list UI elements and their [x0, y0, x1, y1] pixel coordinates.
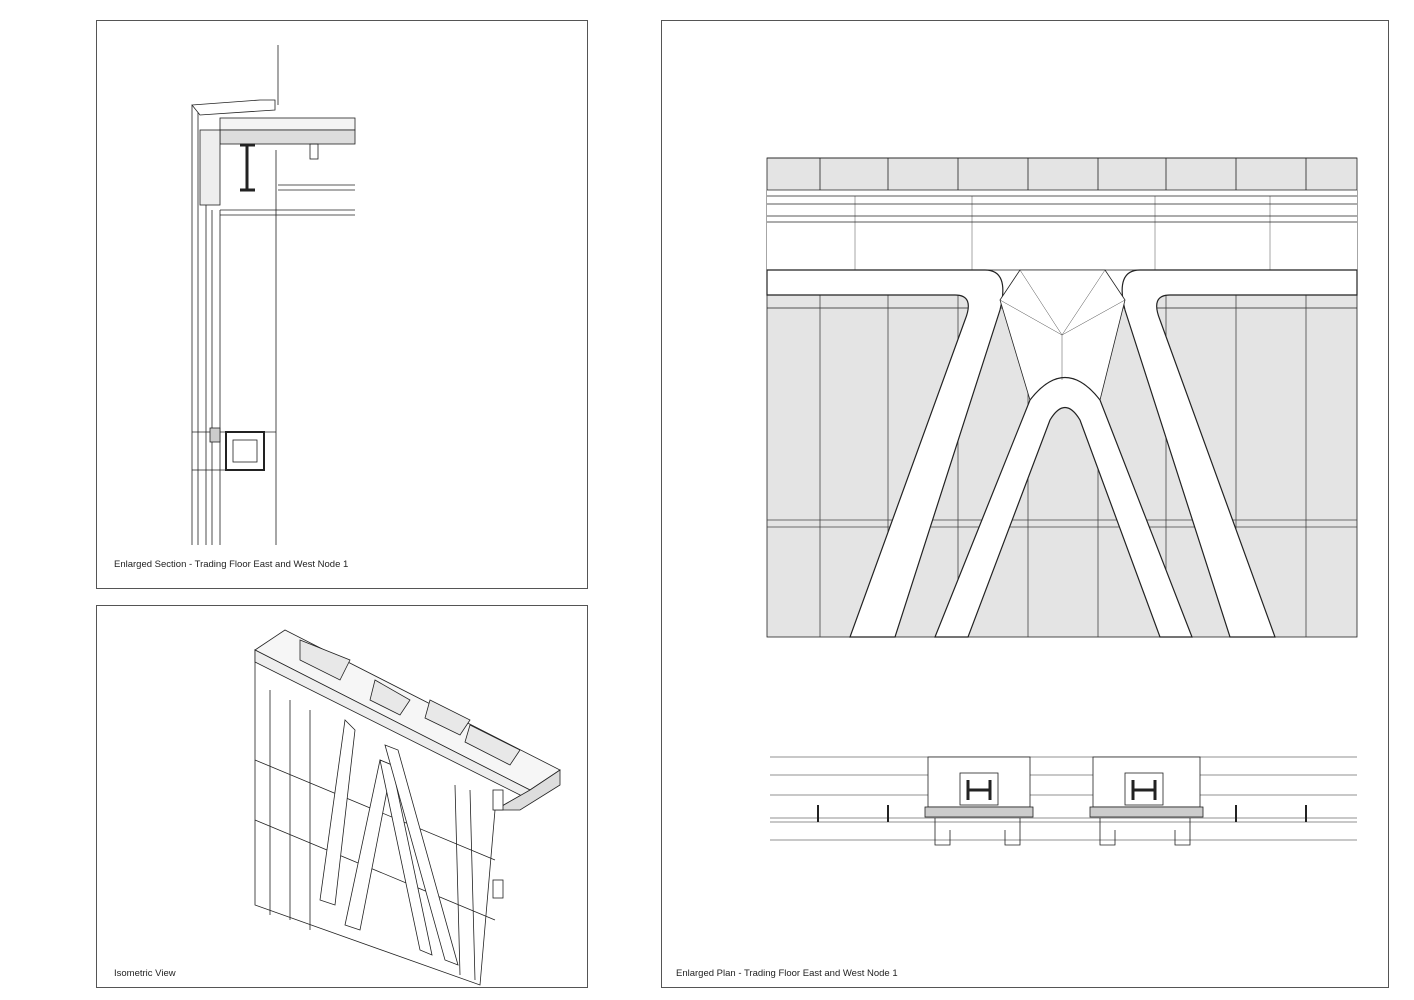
section-caption: Enlarged Section - Trading Floor East an… — [114, 559, 349, 570]
section-panel — [96, 20, 588, 589]
plan-drawing — [770, 756, 1357, 846]
plan-caption: Enlarged Plan - Trading Floor East and W… — [676, 968, 898, 979]
isometric-caption: Isometric View — [114, 968, 176, 979]
elevation-drawing — [766, 157, 1358, 638]
section-drawing — [191, 45, 356, 545]
isometric-drawing — [254, 629, 561, 986]
